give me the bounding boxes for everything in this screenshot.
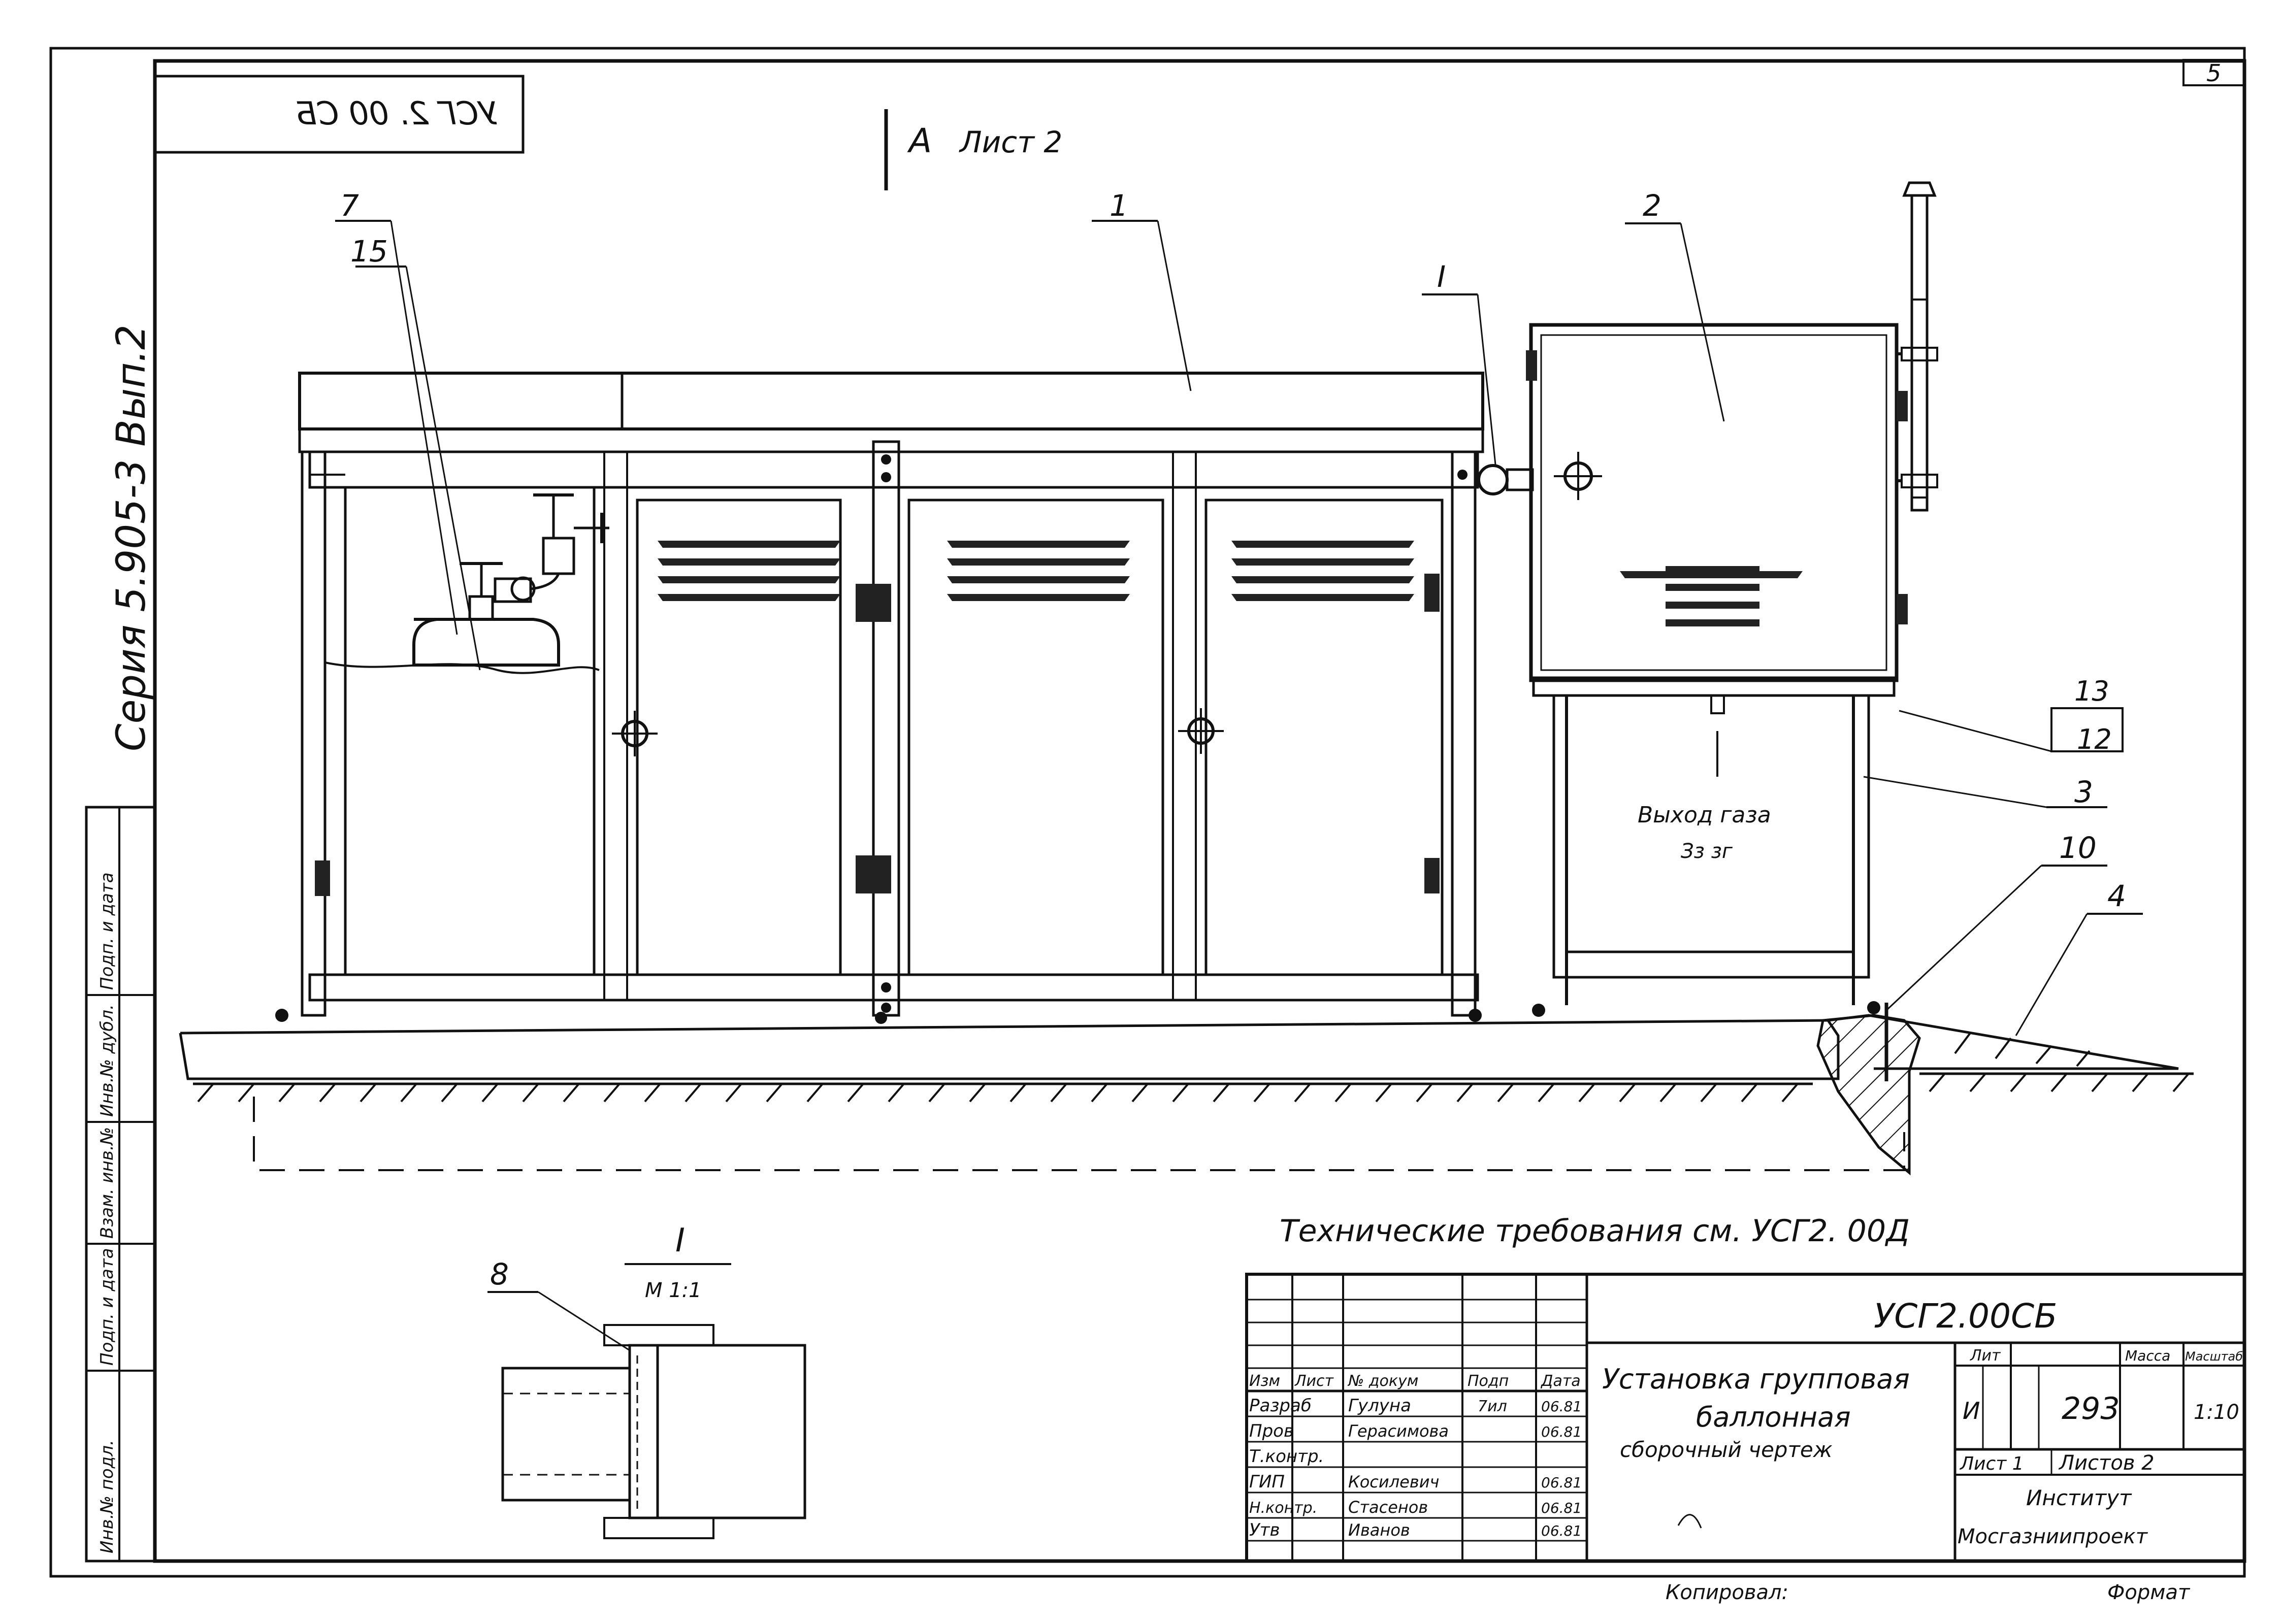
row-date: 06.81 — [1541, 1398, 1582, 1415]
col-izm: Изм — [1249, 1372, 1280, 1390]
anchor-bolt-icon — [275, 1001, 1880, 1024]
mirrored-code: УСГ 2. 00 СБ — [295, 95, 498, 132]
drawing-name-3: сборочный чертеж — [1620, 1437, 1833, 1462]
row-name: Косилевич — [1348, 1472, 1439, 1492]
callout-roman-1: I — [1437, 259, 1446, 294]
mirrored-code-box: УСГ 2. 00 СБ — [153, 75, 525, 154]
callout-7: 7 — [340, 188, 359, 223]
stamp-dubl: Инв.№ дубл. — [97, 1004, 117, 1117]
callout-15: 15 — [350, 234, 388, 269]
regulator-box — [1475, 181, 1938, 697]
box-stand: Выход газа Зз зг — [1552, 694, 1870, 1005]
drawing-name-2: баллонная — [1696, 1401, 1851, 1433]
row-date: 06.81 — [1541, 1500, 1582, 1516]
col-data: Дата — [1540, 1372, 1581, 1390]
door-panel-1 — [636, 499, 842, 976]
outlet-note-2: Зз зг — [1681, 840, 1733, 863]
footer: Копировал: Формат — [51, 1575, 2244, 1604]
callout-1: 1 — [1110, 188, 1128, 223]
row-date: 06.81 — [1541, 1423, 1582, 1440]
row-date: 06.81 — [1541, 1474, 1582, 1491]
title-block: Изм Лист № докум Подп Дата Разраб Гулуна… — [1245, 1273, 2246, 1563]
box-handle-icon — [1554, 452, 1602, 500]
gas-cylinder-icon — [412, 493, 609, 667]
stamp-vzam: Взам. инв.№ — [97, 1127, 117, 1239]
callout-8: 8 — [490, 1257, 509, 1291]
org-name-1: Институт — [2026, 1485, 2132, 1510]
series-label: Серия 5.905-3 Вып.2 — [109, 324, 154, 751]
stamp-podp-1: Подп. и дата — [97, 1248, 117, 1366]
cylinder-cabinet — [298, 372, 1484, 1017]
sheet-frame: 5 — [49, 47, 2246, 1578]
row-name: Гулуна — [1348, 1396, 1411, 1416]
format-label: Формат — [2107, 1581, 2191, 1604]
sheets-label: Листов 2 — [2058, 1451, 2155, 1475]
ground-hatch — [197, 1073, 2190, 1103]
row-name: Стасенов — [1348, 1498, 1428, 1517]
row-sign: 7ил — [1478, 1398, 1507, 1415]
col-dokum: № докум — [1347, 1372, 1418, 1390]
callout-2: 2 — [1643, 188, 1661, 223]
outlet-note-1: Выход газа — [1638, 802, 1771, 828]
row-role: Разраб — [1249, 1396, 1312, 1416]
sheet-label: Лист 1 — [1959, 1453, 2024, 1474]
door-panel-3 — [1204, 499, 1444, 976]
org-name-2: Мосгазниипроект — [1958, 1525, 2148, 1548]
slope-hatch — [1954, 1032, 2091, 1067]
row-role: Т.контр. — [1249, 1446, 1324, 1467]
post-bolt-icon — [881, 454, 1468, 1013]
row-name: Герасимова — [1348, 1421, 1449, 1441]
callout-10: 10 — [2059, 831, 2097, 865]
door-handle-icon — [612, 711, 658, 756]
row-role: ГИП — [1249, 1472, 1285, 1492]
detail-title: I — [675, 1222, 685, 1260]
door-panel-2 — [907, 499, 1164, 976]
drawing-name-1: Установка групповая — [1602, 1363, 1910, 1395]
mass-value: 293 — [2062, 1391, 2120, 1427]
col-list: Лист — [1294, 1372, 1334, 1390]
view-letter: А — [907, 121, 932, 160]
lit-value: И — [1963, 1397, 1980, 1424]
callout-12: 12 — [2077, 723, 2112, 755]
mass-header: Масса — [2125, 1347, 2170, 1364]
drawing-code: УСГ2.00СБ — [1874, 1297, 2057, 1336]
callout-4: 4 — [2107, 879, 2126, 913]
stamp-inv-podl: Инв.№ подл. — [97, 1440, 117, 1553]
detail-scale: М 1:1 — [645, 1279, 702, 1302]
box-latch-icon — [1526, 350, 1908, 624]
col-podp: Подп — [1468, 1372, 1509, 1390]
vent-pipe — [1897, 181, 1938, 512]
foundation — [179, 1001, 2194, 1176]
scale-value: 1:10 — [2194, 1401, 2239, 1424]
open-bay — [310, 474, 609, 976]
lit-header: Лит — [1970, 1347, 2001, 1365]
copied-by: Копировал: — [1666, 1581, 1788, 1604]
callouts: 7 15 1 I 2 13 12 3 10 4 — [335, 188, 2143, 1036]
inlet-fitting-icon — [1475, 464, 1534, 495]
row-role: Утв — [1249, 1520, 1280, 1540]
door-handle-icon — [1178, 708, 1224, 754]
row-role: Пров — [1249, 1421, 1294, 1441]
side-stamp: Инв.№ подл. Подп. и дата Взам. инв.№ Инв… — [85, 806, 156, 1563]
row-role: Н.контр. — [1249, 1499, 1317, 1517]
view-reference: А Лист 2 — [884, 109, 1062, 190]
hinge-icon — [315, 574, 1440, 896]
sheet-number: 5 — [2206, 59, 2221, 87]
detail-view: I М 1:1 8 — [487, 1222, 806, 1539]
callout-13: 13 — [2074, 675, 2109, 707]
row-name: Иванов — [1348, 1520, 1410, 1540]
stamp-podp-2: Подп. и дата — [97, 872, 117, 990]
row-date: 06.81 — [1541, 1522, 1582, 1539]
scale-header: Масштаб — [2185, 1349, 2243, 1364]
callout-3: 3 — [2074, 775, 2093, 809]
view-sheet: Лист 2 — [959, 125, 1062, 159]
tech-requirements: Технические требования см. УСГ2. 00Д — [1280, 1213, 1910, 1249]
